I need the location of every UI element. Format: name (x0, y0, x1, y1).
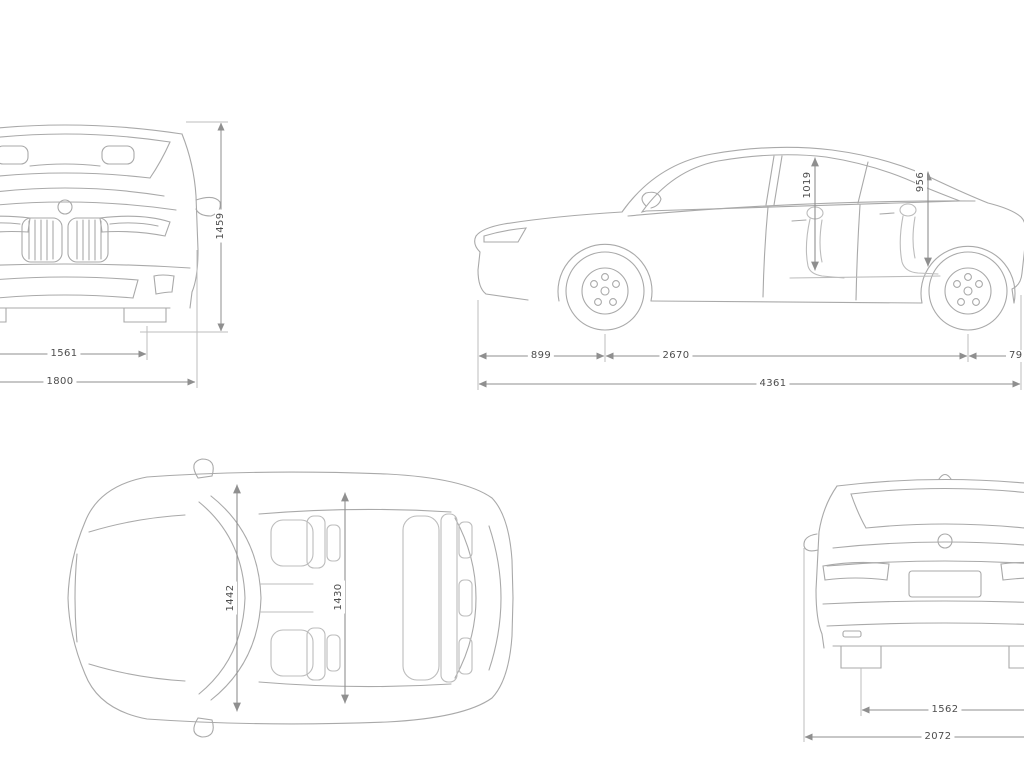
top-view-drawing (67, 458, 514, 738)
dim-front-interior-width-label: 1442 (225, 581, 237, 615)
dashboard-line (29, 163, 101, 167)
front-lower (477, 251, 529, 301)
dim-front-overhang-label: 899 (527, 350, 555, 362)
dim-track-width-label: 1561 (47, 348, 81, 360)
front-view-drawing (0, 124, 221, 323)
front-wheel-arch (557, 243, 653, 302)
side-headlight (483, 227, 528, 243)
sill (650, 300, 923, 304)
rear-lower (1011, 288, 1015, 304)
side-body-outline (474, 146, 1024, 290)
front-right-side (181, 133, 199, 309)
top-body-outline (67, 471, 514, 725)
hatch-arc (488, 525, 502, 671)
front-wheel (565, 251, 645, 331)
rear-wheel (840, 645, 882, 669)
dim-overall-width-label: 1800 (43, 376, 77, 388)
headroom-dimension-arrows (811, 157, 932, 271)
dimension-arrows (0, 122, 1024, 741)
trunk-crease (826, 541, 1024, 567)
hood-crease (0, 201, 177, 211)
right-taillight (1000, 561, 1024, 581)
side-mirror (641, 191, 662, 209)
dim-rear-headroom-label: 956 (915, 168, 927, 196)
left-mirror (803, 533, 819, 552)
bottom-mirror (193, 717, 214, 738)
front-roof (0, 124, 183, 135)
interior-width-dimension-arrows (233, 484, 349, 712)
bmw-badge (937, 533, 953, 549)
rear-wheel (1008, 645, 1024, 669)
top-mirror (193, 458, 214, 479)
dim-wheelbase-label: 2670 (659, 350, 693, 362)
belt-line (627, 200, 976, 217)
license-plate (908, 570, 982, 598)
kidney-grille-left (21, 217, 63, 263)
dim-rear-overhang-label: 79 (1006, 350, 1024, 362)
rear-left-side (815, 485, 838, 649)
dim-rear-interior-width-label: 1430 (333, 580, 345, 614)
antenna-fin (938, 473, 952, 480)
interior-seats (789, 203, 941, 279)
b-pillar (765, 155, 783, 206)
rear-wheel-arch (920, 245, 1016, 304)
rear-view-drawing (803, 473, 1024, 669)
side-view-drawing (474, 146, 1024, 331)
door-handle (791, 212, 895, 222)
extension-lines (140, 121, 1022, 742)
right-headlight (99, 215, 171, 237)
rear-roof (836, 478, 1024, 487)
side-windows (640, 154, 961, 213)
rear-wheel (928, 251, 1008, 331)
headrest (101, 145, 135, 165)
hood-line (88, 514, 186, 682)
interior-top (260, 513, 473, 683)
door-seam (762, 204, 861, 301)
nose-line (74, 553, 78, 643)
windshield (0, 133, 171, 179)
roof-edge (258, 508, 452, 688)
side-intake (153, 274, 175, 295)
bumper-line (0, 263, 191, 269)
lower-intake (0, 276, 139, 299)
headrest (0, 145, 29, 165)
windshield-arc (198, 501, 246, 695)
front-wheel (123, 307, 167, 323)
dim-overall-length-label: 4361 (756, 378, 790, 390)
kidney-grille-right (67, 217, 109, 263)
rear-window (850, 487, 1024, 529)
reflector (842, 630, 862, 638)
grille-bars (28, 219, 102, 261)
headlight-detail (0, 222, 159, 227)
front-wheel (0, 307, 7, 323)
left-headlight (0, 215, 31, 233)
rear-window-arc (454, 517, 477, 679)
hood-crease (0, 187, 165, 197)
c-pillar (857, 161, 869, 204)
left-taillight (822, 561, 890, 581)
bumper-line (822, 600, 1024, 627)
dim-front-headroom-label: 1019 (802, 168, 814, 202)
dim-overall-height-label: 1459 (215, 209, 227, 243)
dim-rear-track-label: 1562 (928, 704, 962, 716)
bmw-badge (57, 199, 73, 215)
dim-rear-overall-width-label: 2072 (921, 731, 955, 743)
